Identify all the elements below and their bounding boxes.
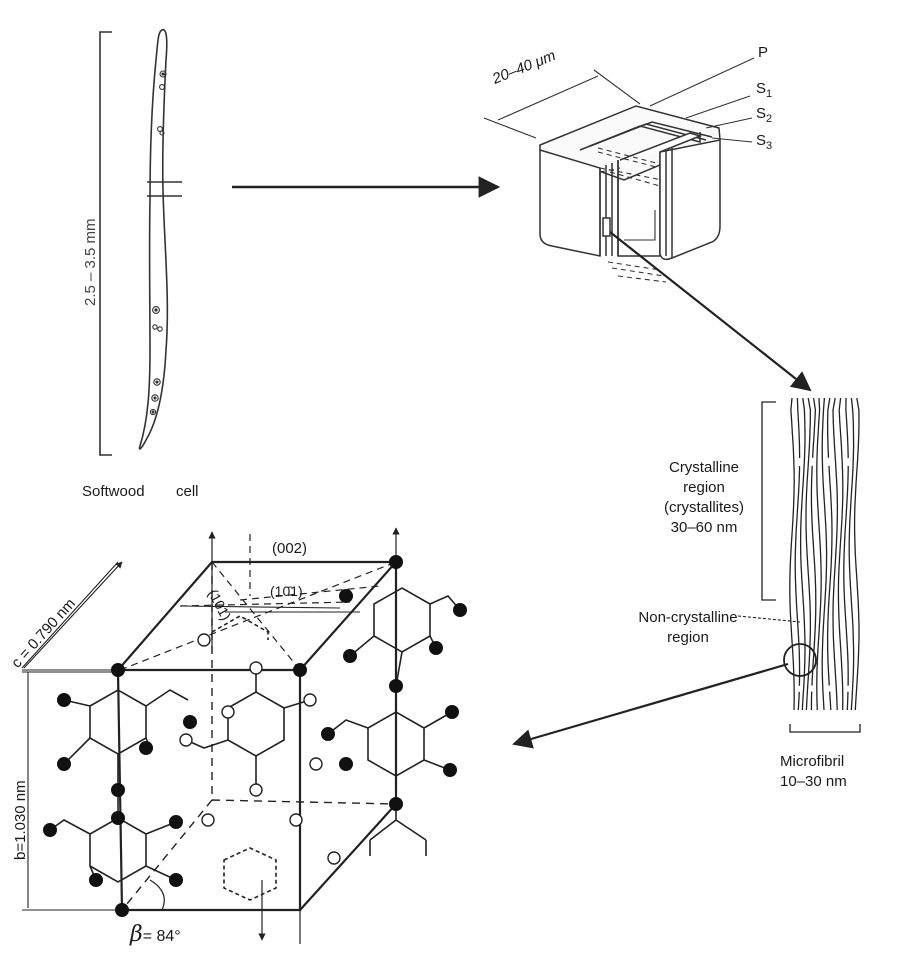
microfibril-width-label: Microfibril 10–30 nm	[780, 753, 847, 790]
plane-002-label: (002)	[272, 540, 308, 557]
atom-filled	[139, 741, 153, 755]
cell-label: cell	[176, 483, 199, 500]
wall-width-dim	[483, 69, 641, 139]
atom-open	[249, 661, 263, 675]
b-axis-label: b=1.030 nm	[12, 780, 29, 860]
fibril-chain-line	[794, 397, 801, 711]
atom-filled	[183, 715, 197, 729]
atom-filled	[453, 603, 467, 617]
fibril-chain-line	[853, 397, 860, 711]
b-dimension	[22, 671, 118, 911]
atom-filled	[169, 873, 183, 887]
atom-filled	[339, 757, 353, 771]
atom-filled	[389, 797, 403, 811]
glucose-rings	[49, 587, 461, 901]
atom-open	[303, 693, 317, 707]
plane-10-1-label: (10̄1)	[270, 583, 303, 599]
lattice-planes	[119, 534, 397, 671]
wall-dashed-lines	[597, 147, 667, 283]
crystalline-bracket	[761, 401, 776, 601]
fibril-chain-line	[837, 397, 844, 711]
fibril-chain-line	[826, 397, 833, 711]
atom-open	[327, 851, 341, 865]
fibril-chain-line	[805, 397, 812, 711]
atom-open	[249, 783, 263, 797]
fibril-lines	[789, 397, 860, 711]
cell-section-marks	[147, 181, 182, 197]
cell-length-bracket	[99, 31, 112, 456]
beta-angle-arc	[149, 879, 165, 911]
beta-angle-label: β= 84°	[130, 922, 181, 947]
lattice-atoms	[43, 555, 467, 917]
fibril-chain-line	[821, 397, 828, 711]
atom-filled	[443, 763, 457, 777]
fibril-chain-line	[789, 397, 795, 711]
noncrystalline-region-label: Non-crystalline region	[638, 609, 738, 646]
atom-filled	[111, 811, 125, 825]
fibril-chain-line	[832, 397, 839, 711]
layer-label-p: P	[758, 44, 769, 61]
fibril-chain-line	[810, 397, 817, 711]
cell-length-label: 2.5 – 3.5 mm	[82, 218, 99, 306]
atom-open	[309, 757, 323, 771]
arrow-wall-to-fibril	[609, 231, 812, 392]
atom-filled	[343, 649, 357, 663]
atom-filled	[111, 783, 125, 797]
atom-filled	[89, 873, 103, 887]
fibril-width-bracket	[789, 724, 861, 733]
atom-filled	[43, 823, 57, 837]
softwood-cell	[99, 28, 182, 456]
atom-filled	[321, 727, 335, 741]
microfibril-strand	[737, 397, 861, 733]
fibril-focus-circle	[783, 643, 817, 677]
atom-filled	[111, 663, 125, 677]
atom-filled	[429, 641, 443, 655]
atom-filled	[169, 815, 183, 829]
atom-filled	[115, 903, 129, 917]
wall-front-right	[659, 139, 721, 261]
atom-open	[289, 813, 303, 827]
fibril-chain-line	[799, 397, 806, 711]
wall-sample-box	[602, 217, 611, 237]
wall-front-left	[539, 148, 601, 257]
atom-filled	[57, 693, 71, 707]
atom-open	[221, 705, 235, 719]
cell-pits	[149, 70, 167, 416]
layer-label-s2: S2	[756, 105, 773, 125]
arrow-fibril-to-lattice	[512, 662, 789, 749]
atom-filled	[445, 705, 459, 719]
atom-filled	[293, 663, 307, 677]
atom-filled	[57, 757, 71, 771]
layer-label-s1: S1	[756, 80, 773, 100]
cell-outline	[138, 28, 169, 450]
atom-filled	[389, 679, 403, 693]
wall-opening	[619, 132, 703, 161]
crystalline-region-label: Crystalline region (crystallites) 30–60 …	[663, 459, 744, 536]
softwood-label: Softwood	[82, 483, 145, 500]
fibril-chain-line	[848, 397, 855, 711]
c-dimension	[21, 561, 119, 671]
wall-layer-leaders	[649, 57, 755, 143]
fibril-chain-line	[816, 397, 822, 711]
atom-open	[179, 733, 193, 747]
cell-wall-block	[483, 57, 755, 283]
atom-filled	[389, 555, 403, 569]
atom-open	[201, 813, 215, 827]
atom-filled	[339, 589, 353, 603]
fibril-chain-line	[843, 397, 849, 711]
atom-open	[197, 633, 211, 647]
layer-label-s3: S3	[756, 132, 773, 152]
